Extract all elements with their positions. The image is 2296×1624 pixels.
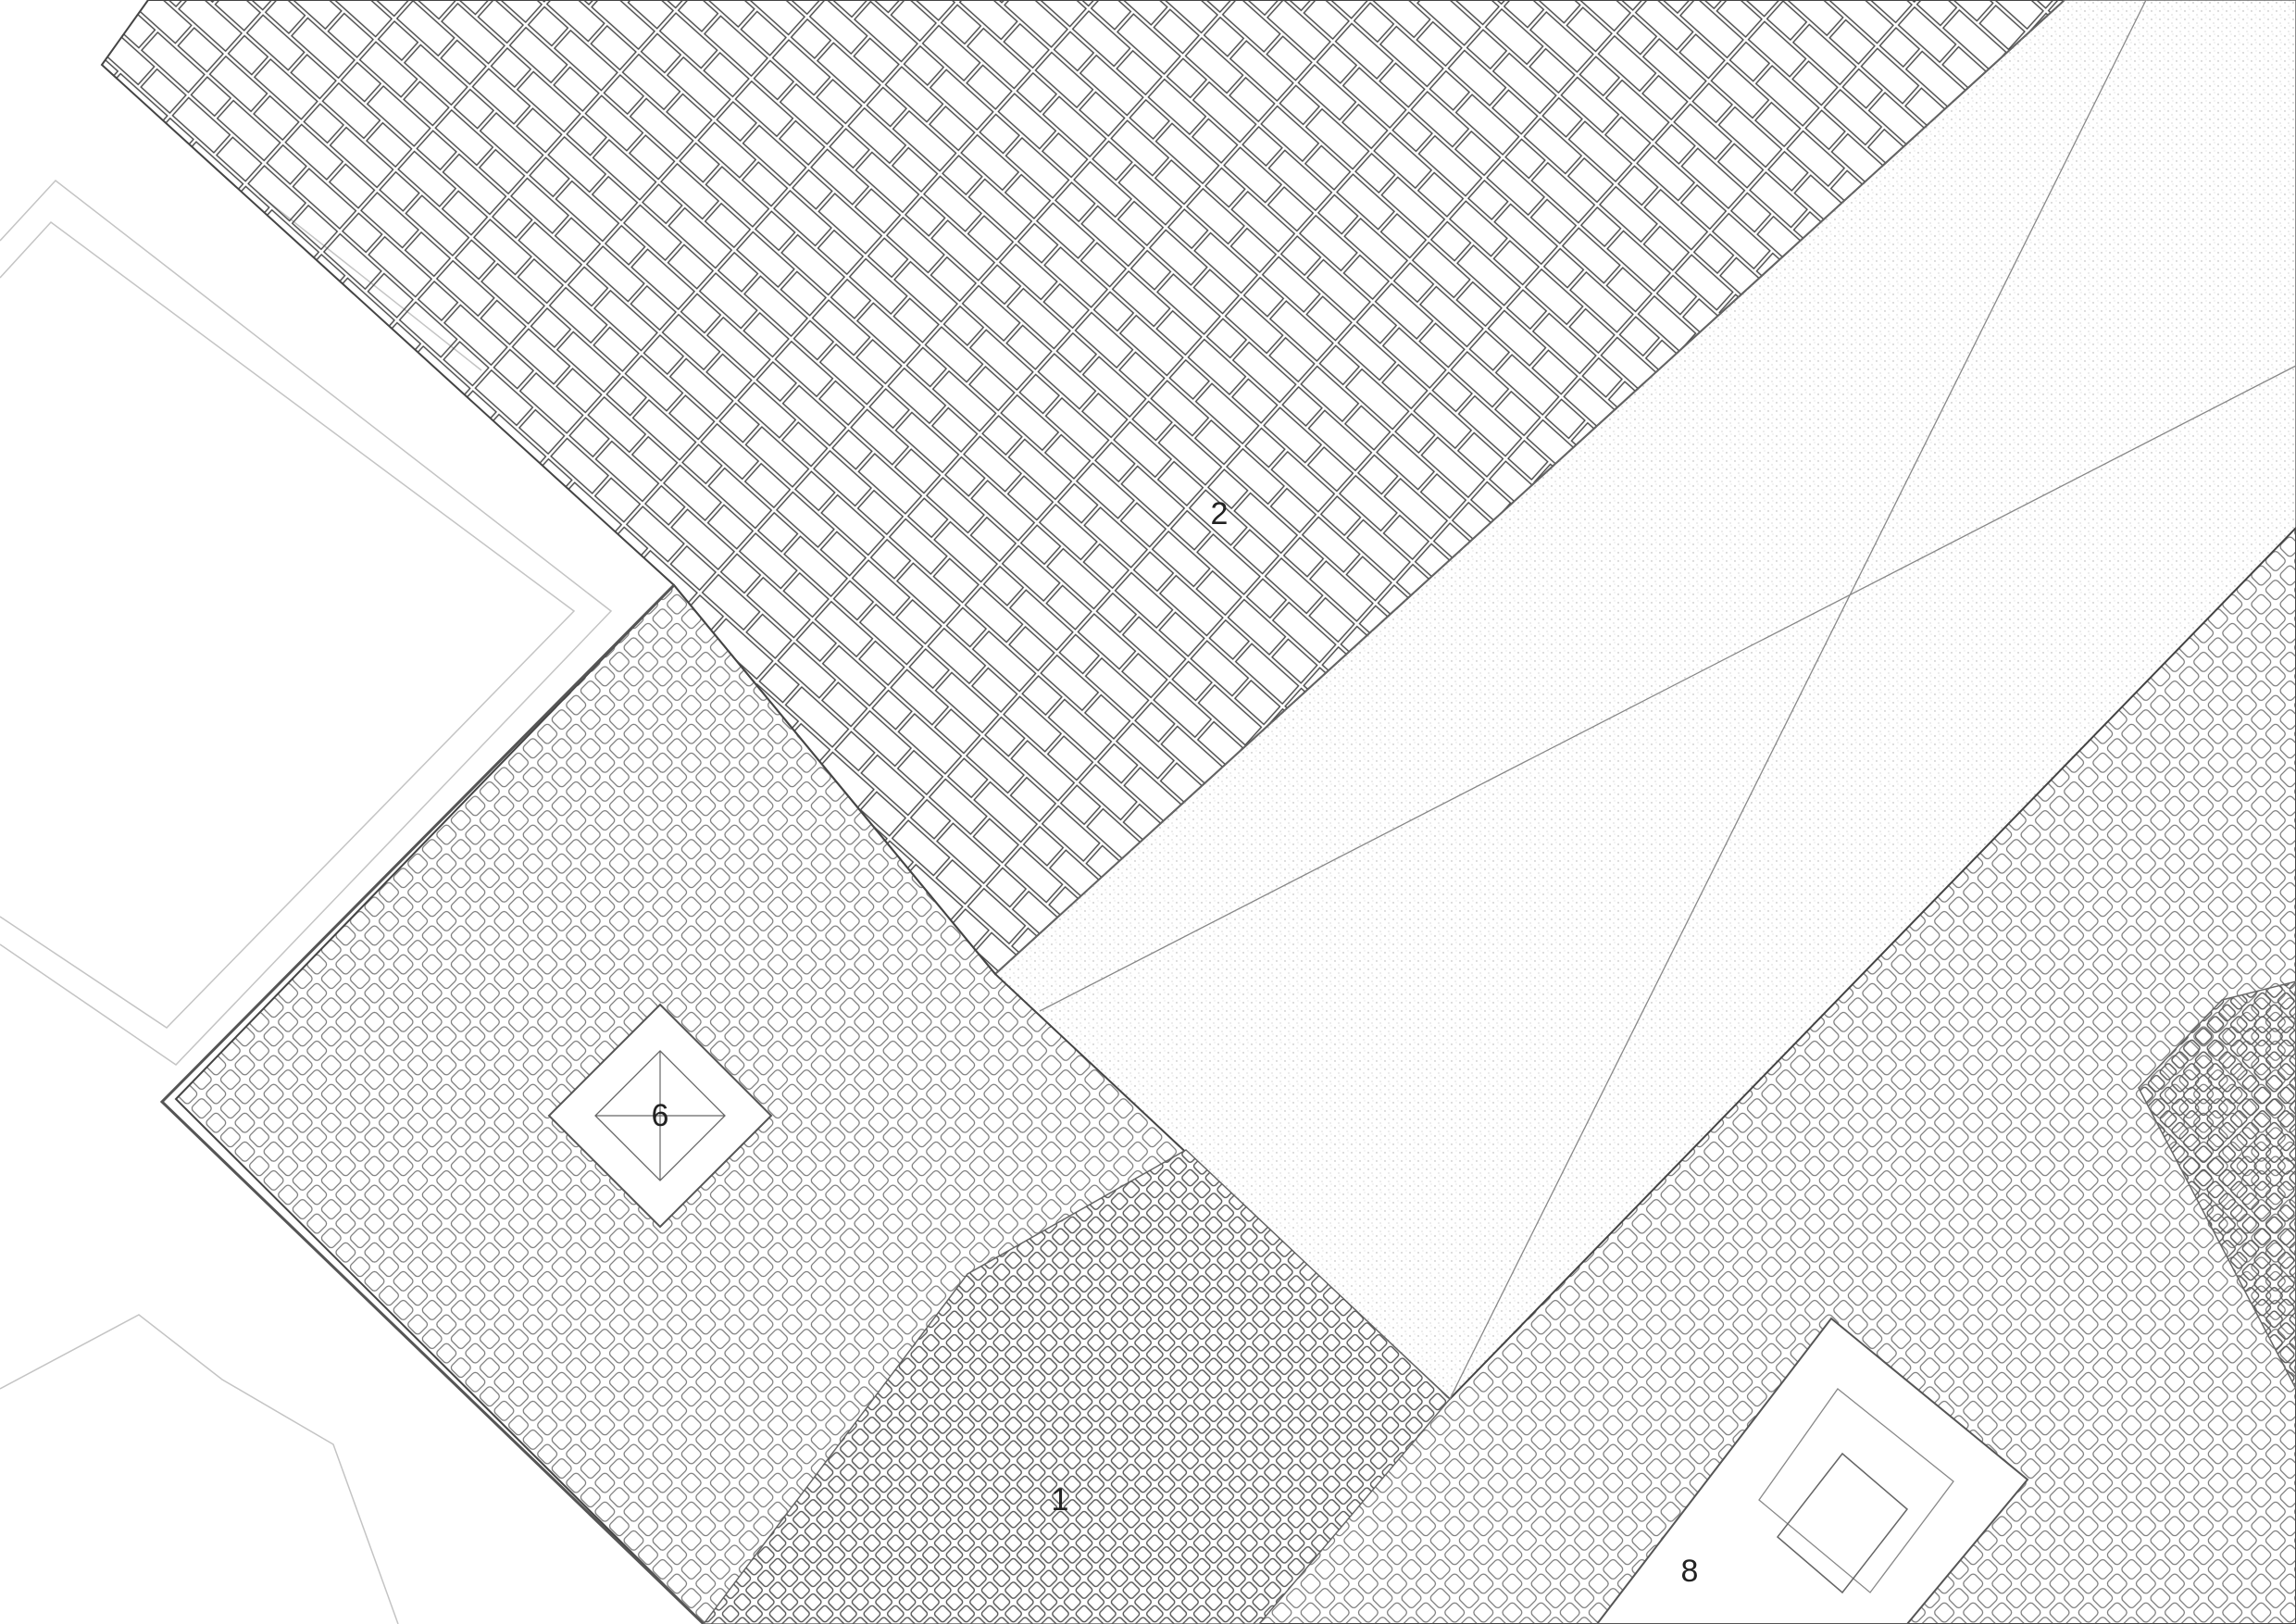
cobblestone-area: [174, 526, 2296, 1624]
dark-cobble-pattern: [704, 1150, 1450, 1624]
area-label-1: 1: [1052, 1482, 1069, 1518]
area-label-6: 6: [652, 1098, 669, 1133]
feature-6-square: [547, 1003, 773, 1229]
area-label-8: 8: [1681, 1554, 1699, 1589]
area-label-2: 2: [1211, 496, 1229, 531]
cobble-edge-wall: [159, 583, 705, 1624]
feature-8-stair: [1595, 1317, 2029, 1624]
survey-lines: [1039, 0, 2296, 1400]
dark-cobble-area-right: [2138, 981, 2296, 1390]
